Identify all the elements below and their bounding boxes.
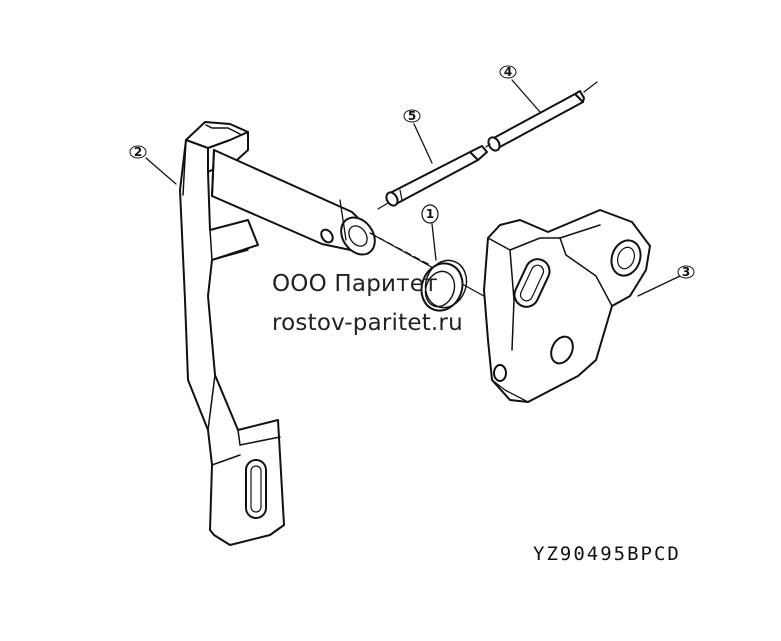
- svg-text:5: 5: [408, 109, 416, 123]
- leader-5: [413, 123, 433, 164]
- callout-5: 5: [403, 109, 421, 123]
- watermark-company-name: ООО Паритет: [272, 271, 438, 297]
- drawing-code: YZ90495BPCD: [533, 543, 681, 565]
- leader-4: [511, 79, 541, 113]
- callout-4: 4: [499, 65, 517, 79]
- callout-3: 3: [677, 265, 695, 279]
- bushing-part: [420, 259, 468, 312]
- leader-3: [637, 275, 681, 297]
- svg-text:4: 4: [504, 65, 512, 79]
- svg-text:2: 2: [134, 145, 142, 159]
- watermark-website: rostov-paritet.ru: [272, 310, 463, 336]
- spring-pin-short: [377, 145, 488, 210]
- lever-part: [179, 121, 285, 546]
- callout-1: 1: [421, 204, 439, 224]
- bracket-part: [483, 209, 651, 403]
- leader-1: [431, 223, 437, 261]
- shaft-part: [211, 149, 376, 256]
- spring-pin-long: [485, 81, 598, 152]
- svg-text:3: 3: [682, 265, 690, 279]
- svg-text:1: 1: [426, 207, 434, 221]
- leader-2: [145, 157, 177, 185]
- callout-2: 2: [129, 145, 147, 159]
